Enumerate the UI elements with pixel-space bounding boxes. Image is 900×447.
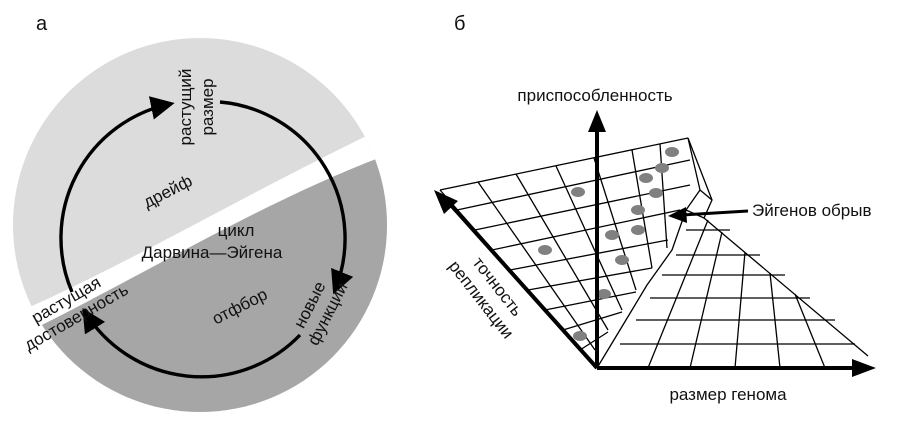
dot [573,331,587,341]
depth-axis-label: точность репликации [445,253,527,342]
grid-line [515,173,609,331]
cliff-face-1 [699,189,713,201]
cliff-pointer [668,207,749,223]
dot [571,187,585,197]
panel-a-label: а [36,13,48,35]
white-band [13,120,387,345]
dot [631,205,645,215]
grid-line [477,181,596,351]
grid-line [794,293,826,369]
grid-line [544,291,637,311]
grid-line [555,165,623,311]
grid-line [527,267,653,291]
depth-axis [448,202,599,370]
depth-axis-arrowhead [434,190,458,214]
grid-line [509,239,669,271]
surface-top-edge [439,137,689,191]
x-axis-label: размер генома [669,385,787,404]
cliff-base [687,137,869,357]
grid-line [579,331,609,351]
arrow-bottom [82,307,302,379]
x-axis-arrowhead [852,359,876,377]
data-dots [538,147,679,341]
svg-text:растущий: растущий [176,69,195,146]
arrow-left [59,96,175,293]
dot [655,163,669,173]
dot [615,255,629,265]
label-growing-size: растущий размер [176,69,217,146]
cliff-pointer-line [681,209,749,217]
y-axis-label: приспособленность [517,86,672,105]
dot [665,147,679,157]
dot [631,225,645,235]
grid-line [734,251,746,369]
grid-line [769,272,781,369]
label-darwin-eigen: Дарвина—Эйгена [142,243,283,262]
panel-b-label: б [454,13,465,35]
cliff-pointer-arrowhead [668,207,687,223]
panel-a: а растущий размер дрейф цикл Дарвина—Эйг… [13,13,387,412]
cycle-arrows [59,96,354,379]
dot [597,289,611,299]
label-cycle: цикл [218,221,255,240]
grid-line [647,219,709,369]
cliff-edge [596,137,701,369]
y-axis-arrowhead [588,110,606,132]
dot [538,245,552,255]
dot [605,230,619,240]
grid-line [562,311,623,331]
grid-line [456,159,691,211]
grid-line [491,209,681,251]
grid-line [659,143,668,249]
axes [434,110,876,377]
cliff-label: Эйгенов обрыв [752,201,872,220]
svg-text:размер: размер [198,78,217,135]
arrow-top-right [219,100,354,295]
grid-line [689,231,723,369]
dot [649,188,663,198]
panel-b: б [434,13,876,404]
dot [639,173,653,183]
